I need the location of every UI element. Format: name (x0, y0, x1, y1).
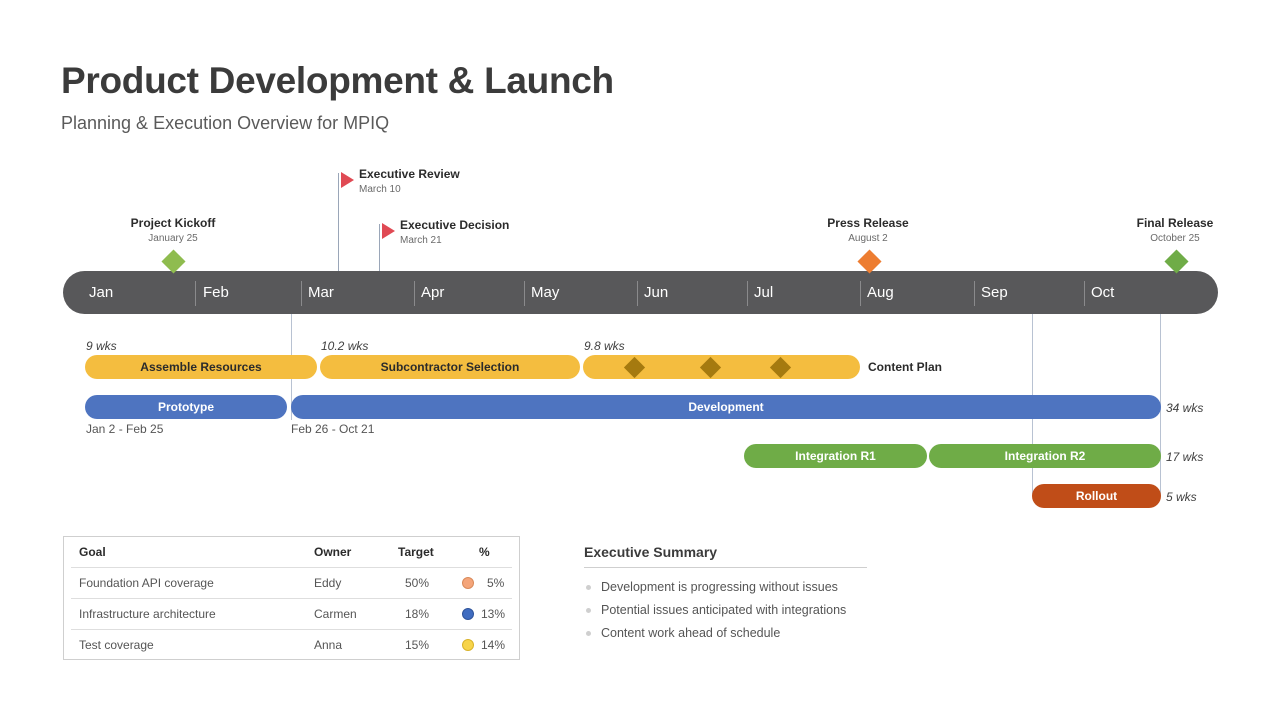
owner-cell: Anna (314, 638, 343, 652)
milestone-diamond-icon (1164, 249, 1189, 274)
pct-cell: 13% (481, 607, 506, 621)
month-label: Jun (644, 284, 669, 301)
month-divider (974, 281, 975, 306)
row-divider (71, 629, 512, 630)
flag-pole (338, 173, 339, 271)
month-divider (301, 281, 302, 306)
flag-icon (382, 223, 395, 239)
status-dot-icon (462, 577, 474, 589)
task-duration: 34 wks (1166, 401, 1204, 415)
milestone-title: Final Release (1136, 216, 1214, 230)
pct-cell: 14% (481, 638, 506, 652)
column-header: % (479, 545, 490, 559)
summary-divider (584, 567, 867, 568)
column-header: Owner (314, 545, 352, 559)
summary-item: Content work ahead of schedule (601, 626, 781, 640)
pct-cell: 5% (487, 576, 505, 590)
task-range: Jan 2 - Feb 25 (86, 422, 164, 436)
month-divider (524, 281, 525, 306)
month-divider (747, 281, 748, 306)
milestone-title: Executive Review (359, 167, 460, 181)
task-label: Integration R2 (1004, 449, 1086, 463)
milestone-date: March 21 (400, 235, 442, 246)
month-divider (1084, 281, 1085, 306)
month-label: Sep (981, 284, 1008, 301)
task-label: Development (688, 400, 764, 414)
task-bar[interactable]: Development (291, 395, 1161, 419)
milestone-date: March 10 (359, 184, 401, 195)
bullet-icon (586, 585, 591, 590)
status-dot-icon (462, 608, 474, 620)
milestone-date: October 25 (1150, 233, 1200, 244)
goal-cell: Foundation API coverage (79, 576, 214, 590)
goal-cell: Test coverage (79, 638, 154, 652)
month-label: Oct (1091, 284, 1115, 301)
task-label: Subcontractor Selection (380, 360, 520, 374)
milestone-title: Project Kickoff (130, 216, 216, 230)
status-dot-icon (462, 639, 474, 651)
target-cell: 18% (405, 607, 430, 621)
summary-title: Executive Summary (584, 544, 718, 560)
task-label: Integration R1 (795, 449, 876, 463)
column-header: Goal (79, 545, 106, 559)
row-divider (71, 567, 512, 568)
month-label: Jul (754, 284, 774, 301)
month-label: Mar (308, 284, 334, 301)
task-range: Feb 26 - Oct 21 (291, 422, 375, 436)
month-divider (637, 281, 638, 306)
task-bar[interactable]: Assemble Resources (85, 355, 317, 379)
task-duration: 9.8 wks (584, 339, 625, 353)
month-label: Feb (203, 284, 229, 301)
flag-pole (379, 224, 380, 271)
page-title: Product Development & Launch (61, 60, 614, 101)
owner-cell: Carmen (314, 607, 357, 621)
month-label: May (531, 284, 560, 301)
task-bar[interactable]: Integration R2 (929, 444, 1161, 468)
milestone-diamond-icon (857, 249, 882, 274)
task-bar[interactable]: Rollout (1032, 484, 1161, 508)
task-label: Prototype (157, 400, 214, 414)
month-divider (860, 281, 861, 306)
bullet-icon (586, 608, 591, 613)
milestone-diamond-icon (161, 249, 186, 274)
flag-icon (341, 172, 354, 188)
summary-item: Potential issues anticipated with integr… (601, 603, 847, 617)
milestone-title: Press Release (827, 216, 909, 230)
task-duration: 10.2 wks (321, 339, 369, 353)
milestone-date: January 25 (148, 233, 198, 244)
task-label: Assemble Resources (140, 360, 262, 374)
task-duration: 17 wks (1166, 450, 1204, 464)
timeline-band (63, 271, 1218, 314)
column-header: Target (398, 545, 434, 559)
goals-table: Goal Owner Target % Foundation API cover… (63, 536, 520, 660)
month-label: Aug (867, 284, 894, 301)
task-bar[interactable]: Subcontractor Selection (320, 355, 580, 379)
target-cell: 50% (405, 576, 430, 590)
summary-item: Development is progressing without issue… (601, 580, 838, 594)
month-label: Jan (89, 284, 114, 301)
milestone-title: Executive Decision (400, 218, 510, 232)
owner-cell: Eddy (314, 576, 342, 590)
month-divider (195, 281, 196, 306)
bullet-icon (586, 631, 591, 636)
goal-cell: Infrastructure architecture (79, 607, 216, 621)
page-subtitle: Planning & Execution Overview for MPIQ (61, 113, 390, 133)
task-label: Rollout (1075, 489, 1118, 503)
target-cell: 15% (405, 638, 430, 652)
task-bar[interactable]: Integration R1 (744, 444, 927, 468)
month-divider (414, 281, 415, 306)
milestone-date: August 2 (848, 233, 888, 244)
month-label: Apr (421, 284, 445, 301)
task-duration: 5 wks (1166, 490, 1197, 504)
task-bar[interactable]: Prototype (85, 395, 287, 419)
task-label: Content Plan (868, 360, 942, 374)
row-divider (71, 598, 512, 599)
task-duration: 9 wks (86, 339, 117, 353)
